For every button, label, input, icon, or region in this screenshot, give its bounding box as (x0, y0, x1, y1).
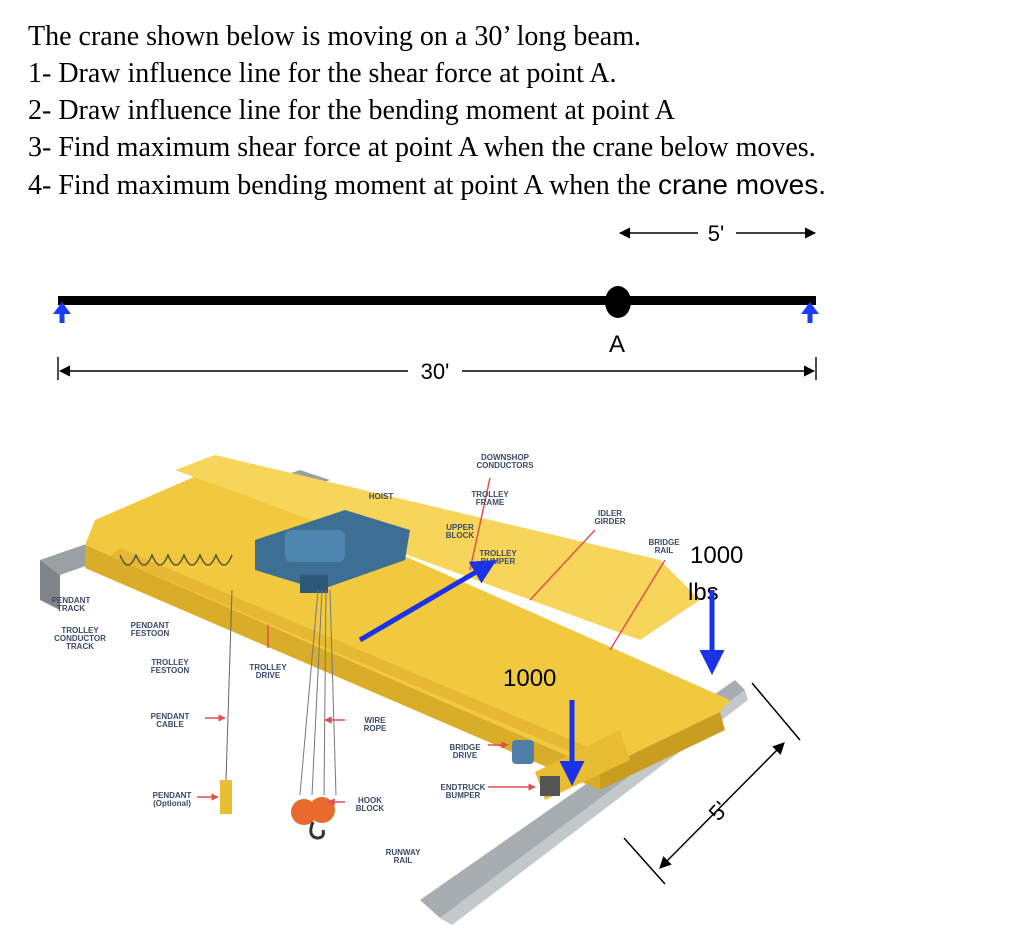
bridge-girder-main (85, 470, 730, 770)
right-support-arrow (801, 302, 819, 323)
problem-intro: The crane shown below is moving on a 30’… (28, 21, 642, 52)
question-4-serif: 4- Find maximum bending moment at point … (28, 170, 658, 201)
bridge-drive-motor (512, 740, 534, 764)
pendant-festoon-loops (119, 553, 233, 566)
hook-block (291, 797, 335, 840)
load-right-value: 1000 (690, 542, 743, 569)
question-2: 2- Draw influence line for the bending m… (28, 95, 675, 126)
load-left: 1000 (503, 665, 585, 786)
question-4-sans: crane moves. (657, 169, 827, 200)
trolley-hoist (255, 510, 410, 593)
label-pendant-optional: PENDANT(Optional) (153, 791, 192, 808)
beam (58, 296, 816, 305)
problem-statement: The crane shown below is moving on a 30’… (28, 18, 1008, 204)
load-left-value: 1000 (503, 665, 556, 692)
pendant-control (220, 780, 232, 814)
question-4: 4- Find maximum bending moment at point … (28, 166, 1008, 204)
question-3: 3- Find maximum shear force at point A w… (28, 132, 816, 163)
load-right: 1000 lbs (688, 542, 743, 675)
point-a-label: A (609, 331, 625, 358)
label-hoist: HOIST (369, 492, 394, 501)
point-a-marker (605, 286, 631, 318)
beam-diagram: 5' A 30' (53, 221, 819, 384)
wire-rope (299, 589, 337, 796)
dimension-30ft: 30' (57, 357, 817, 384)
question-1: 1- Draw influence line for the shear for… (28, 58, 617, 89)
label-leaders (197, 477, 666, 806)
dimension-5ft-label: 5' (708, 221, 724, 246)
bridge-girder-top (175, 455, 700, 640)
trolley-direction-arrow (358, 559, 497, 643)
wheel-spacing-label: 5' (704, 797, 734, 826)
dimension-30ft-label: 30' (421, 359, 450, 384)
dimension-5ft: 5' (618, 221, 817, 246)
end-truck-bumper (540, 776, 560, 796)
left-support-arrow (53, 302, 71, 323)
